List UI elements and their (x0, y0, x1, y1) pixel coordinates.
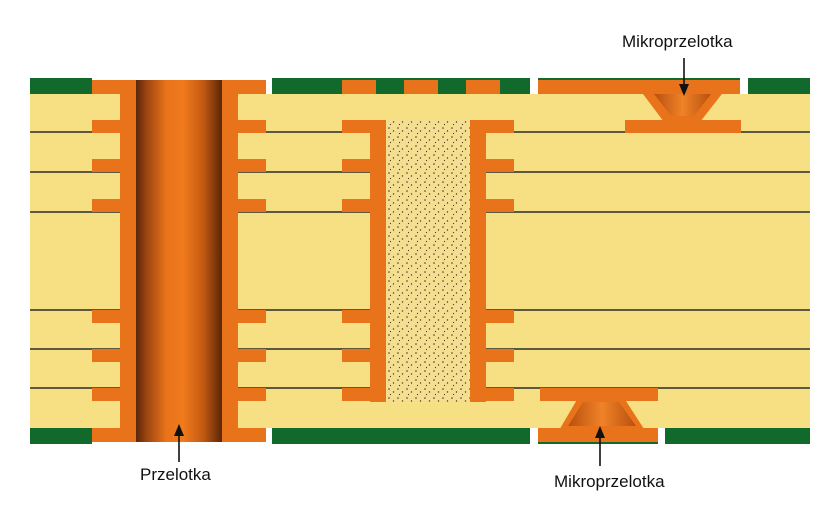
through-via-left-wall (120, 80, 136, 442)
arrow-through-via (174, 424, 184, 462)
buried-via (342, 120, 514, 402)
through-via-barrel (136, 80, 222, 442)
buried-via-right-wall (470, 120, 486, 402)
top-microvia (538, 80, 741, 133)
through-via (92, 80, 266, 442)
bottom-microvia-capture-pad (540, 388, 658, 401)
buried-via-pads (342, 120, 514, 401)
label-through-via: Przelotka (140, 465, 211, 484)
buried-via-left-wall (370, 120, 386, 402)
through-via-inner-pads (92, 120, 266, 401)
buried-via-filler (386, 120, 470, 402)
label-bottom-microvia: Mikroprzelotka (554, 472, 665, 491)
arrow-bottom-microvia (595, 426, 605, 466)
through-via-right-wall (222, 80, 238, 442)
top-surface-pads (342, 80, 500, 94)
label-top-microvia: Mikroprzelotka (622, 32, 733, 51)
arrows (174, 58, 689, 466)
top-microvia-capture-pad (625, 120, 741, 133)
arrow-top-microvia (679, 58, 689, 96)
